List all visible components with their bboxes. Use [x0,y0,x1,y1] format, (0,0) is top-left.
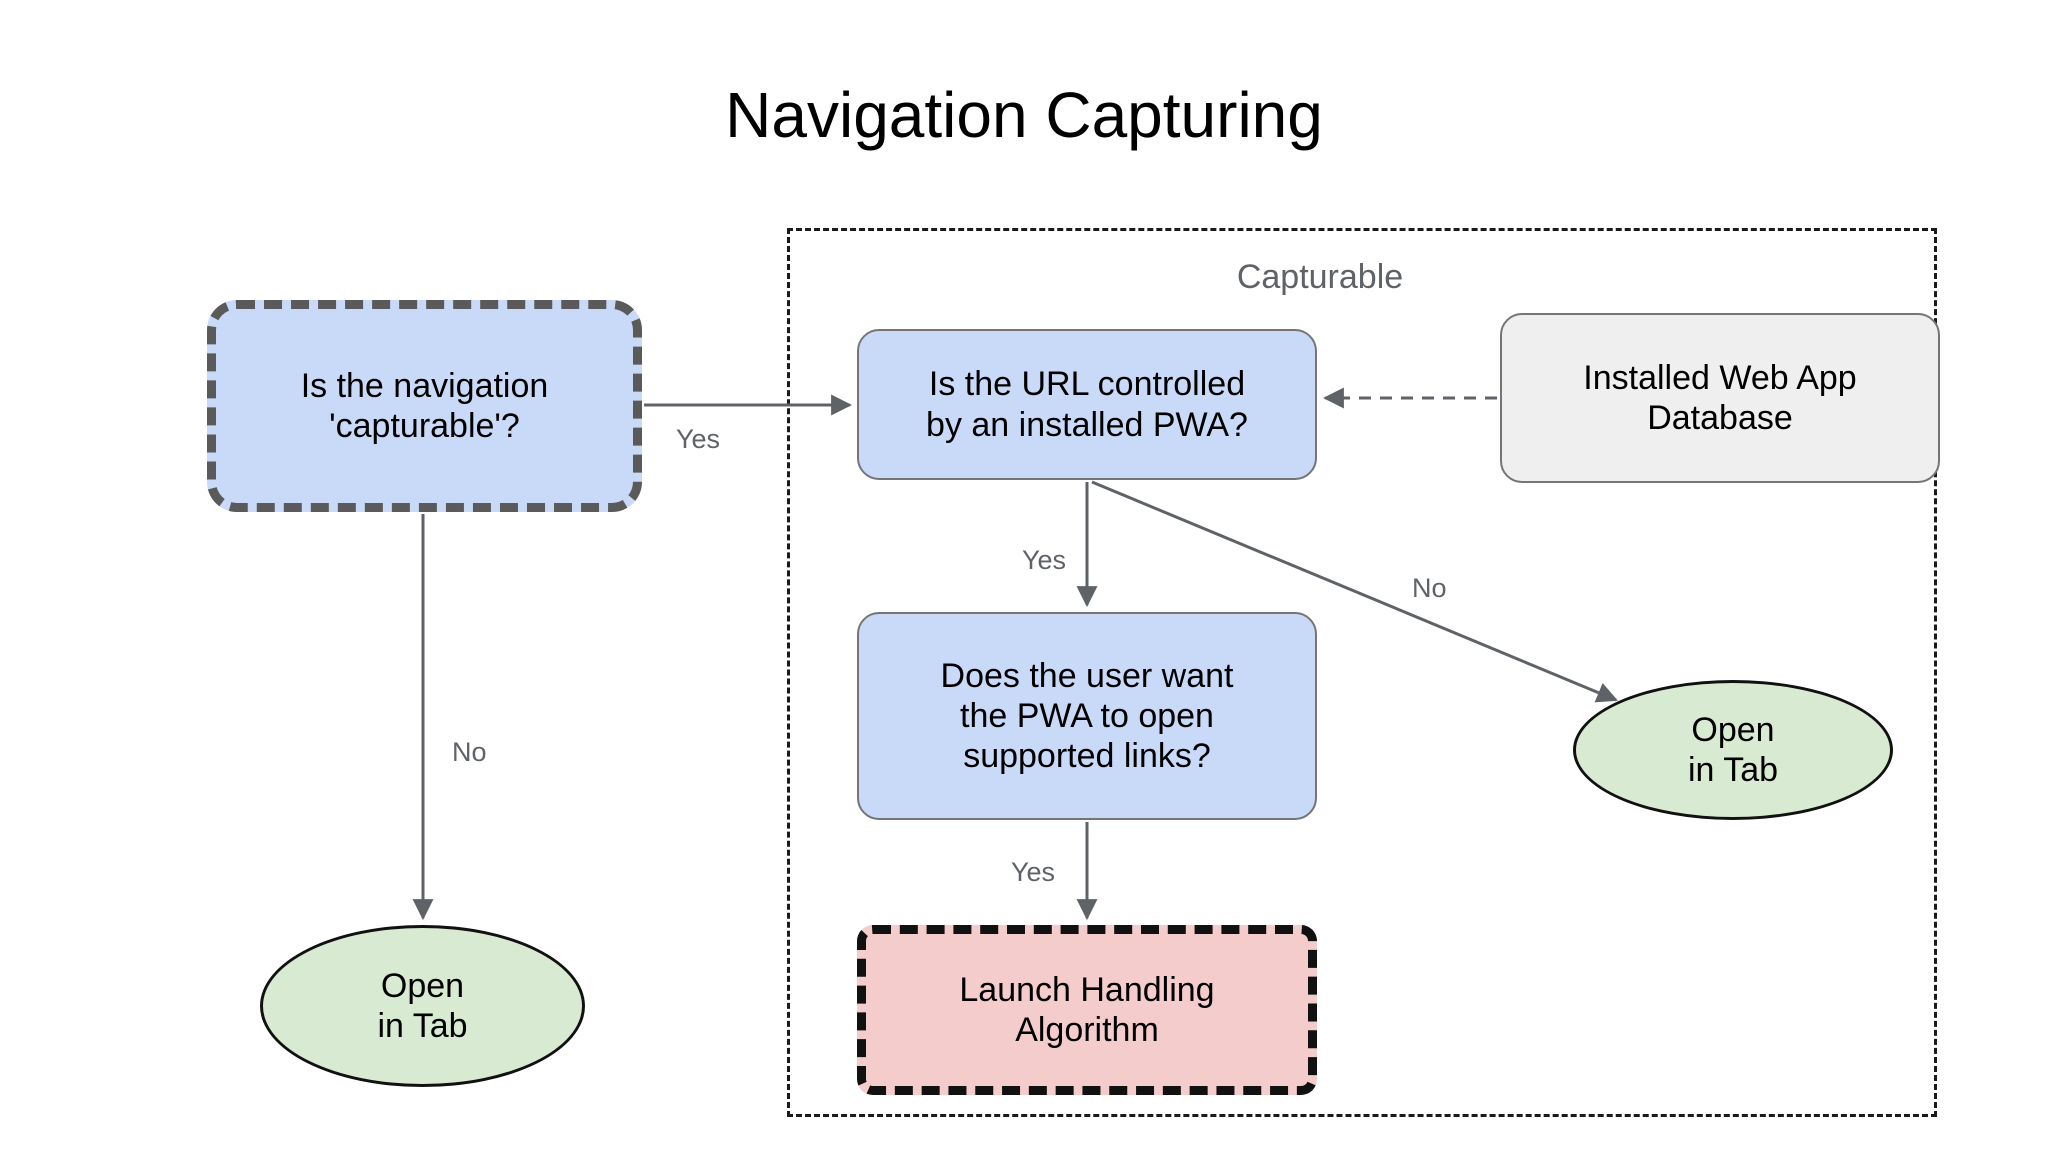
node-open-in-tab-right[interactable]: Open in Tab [1573,680,1893,820]
capturable-group-label: Capturable [1236,258,1404,296]
capturable-group-container [787,228,1937,1117]
node-is-url-controlled-by-installed-pwa[interactable]: Is the URL controlled by an installed PW… [857,329,1317,480]
edge-label-yes-capturable: Yes [676,424,721,454]
node-open-in-tab-left[interactable]: Open in Tab [260,925,585,1087]
node-launch-handling-algorithm[interactable]: Launch Handling Algorithm [857,925,1317,1095]
node-is-navigation-capturable[interactable]: Is the navigation 'capturable'? [207,300,642,512]
edge-label-yes-user-want: Yes [1011,857,1056,887]
node-installed-web-app-database[interactable]: Installed Web App Database [1500,313,1940,483]
edge-label-yes-url: Yes [1022,545,1067,575]
page-title: Navigation Capturing [725,79,1323,151]
edge-label-no-url: No [1412,573,1447,603]
edge-label-no-capturable: No [452,737,487,767]
node-does-user-want-pwa-open-supported-links[interactable]: Does the user want the PWA to open suppo… [857,612,1317,820]
